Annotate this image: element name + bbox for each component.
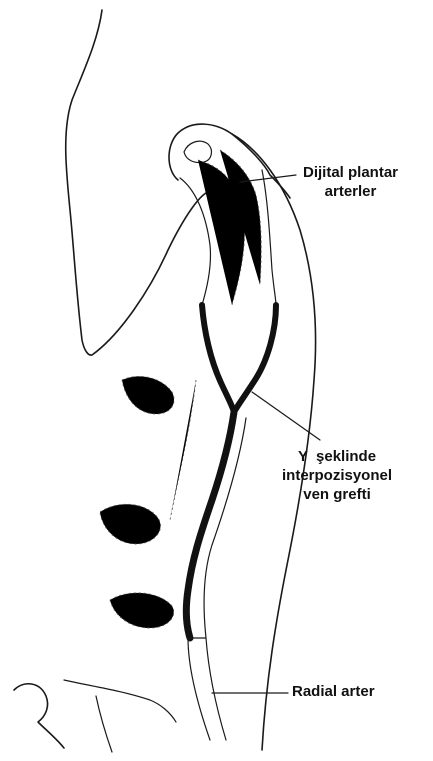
y-graft-left-limb [202,305,234,412]
background-structure-1 [122,376,174,414]
toe-nail [184,141,211,162]
label-graft-line-1: Y şeklinde [282,447,392,466]
label-graft-line-3: ven grefti [282,485,392,504]
label-radial-line: Radial arter [292,682,375,701]
wrist-outline-3 [96,696,112,752]
y-graft-stem [186,412,234,638]
label-digital-line-1: Dijital plantar [303,163,398,182]
radial-artery-left-wall [188,638,210,740]
y-graft-right-limb [234,305,276,412]
toe-right-edge [262,170,276,305]
background-structure-3 [110,593,174,628]
toe-inner-outline [180,178,211,305]
label-graft-line-2: interpozisyonel [282,466,392,485]
label-radial-artery: Radial arter [292,682,375,701]
radial-artery-right-wall [206,638,226,740]
wrist-outline-2 [64,680,176,722]
label-y-interposition-vein-graft: Y şeklinde interpozisyonel ven grefti [282,447,392,504]
leader-y-graft [252,392,320,440]
label-digital-plantar-arteries: Dijital plantar arterler [303,163,398,201]
hand-outline [66,10,208,355]
wrist-outline [14,684,64,748]
label-digital-line-2: arterler [303,182,398,201]
background-structure-2 [100,504,161,544]
